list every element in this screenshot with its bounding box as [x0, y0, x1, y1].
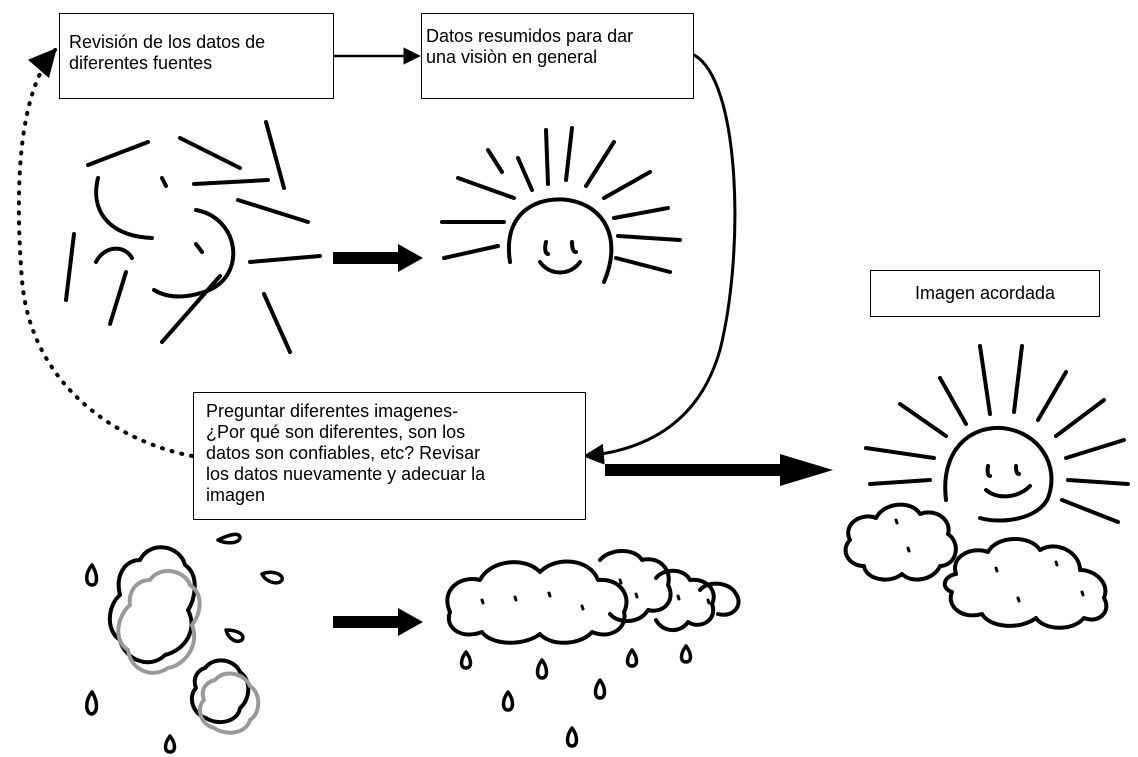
arrow-resumidos-to-preguntar — [582, 53, 737, 465]
sun-icon — [440, 126, 682, 284]
box-imagen-acordada: Imagen acordada — [870, 270, 1100, 317]
box-revision-datos: Revisión de los datos de diferentes fuen… — [59, 13, 334, 99]
thick-arrow-agreed — [605, 454, 833, 486]
box-datos-resumidos: Datos resumidos para dar una visiòn en g… — [421, 13, 694, 99]
thick-arrow-sun — [333, 244, 423, 272]
scattered-sun-icon — [64, 120, 322, 354]
box-resumidos-text: Datos resumidos para dar una visiòn en g… — [426, 26, 634, 67]
box-preguntar-imagenes: Preguntar diferentes imagenes- ¿Por qué … — [193, 392, 586, 520]
scattered-clouds-icon — [85, 532, 284, 754]
box-revision-text: Revisión de los datos de diferentes fuen… — [69, 32, 266, 73]
thick-arrow-clouds — [333, 608, 423, 636]
sun-with-clouds-icon — [843, 344, 1130, 630]
arrow-feedback-dotted — [16, 47, 194, 458]
rain-clouds-icon — [445, 549, 741, 748]
box-acordada-text: Imagen acordada — [914, 283, 1056, 303]
box-preguntar-text: Preguntar diferentes imagenes- ¿Por qué … — [206, 401, 486, 505]
